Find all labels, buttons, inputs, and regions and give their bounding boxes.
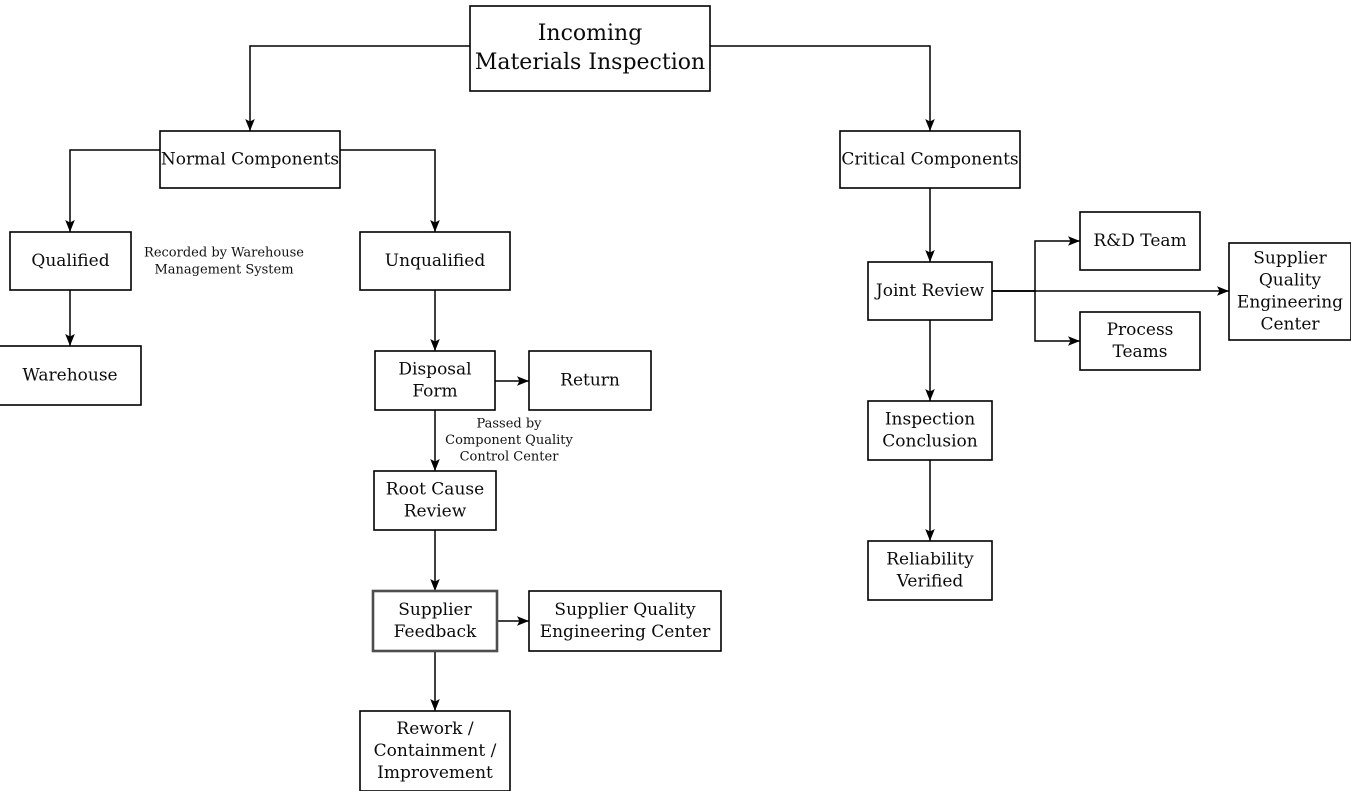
node-label-rework-containment-improvement: Rework /Containment /Improvement: [374, 718, 497, 782]
node-label-critical-components: Critical Components: [841, 149, 1018, 169]
node-box-process-teams: [1079, 311, 1201, 371]
node-box-supplier-feedback: [371, 589, 499, 653]
node-qualified[interactable]: Qualified: [9, 231, 132, 291]
node-box-unqualified: [359, 231, 511, 291]
node-box-supplier-quality-engineering-center-right: [1228, 242, 1351, 341]
node-box-warehouse: [0, 345, 142, 406]
edge-root-to-critical: [710, 45, 935, 131]
node-box-joint-review: [867, 261, 993, 321]
node-label-rd-team: R&D Team: [1093, 231, 1186, 251]
node-warehouse[interactable]: Warehouse: [0, 345, 142, 406]
node-box-qualified: [9, 231, 132, 291]
node-box-incoming-materials-inspection: [469, 5, 711, 92]
node-label-normal-components: Normal Components: [161, 149, 339, 169]
node-rd-team[interactable]: R&D Team: [1079, 211, 1201, 271]
node-joint-review[interactable]: Joint Review: [867, 261, 993, 321]
node-label-qualified: Qualified: [31, 251, 109, 271]
edge-joint-review-to-rd-team: [992, 236, 1080, 292]
node-rework-containment-improvement[interactable]: Rework /Containment /Improvement: [359, 710, 511, 791]
node-box-disposal-form: [374, 350, 496, 411]
node-label-unqualified: Unqualified: [385, 251, 486, 271]
node-box-reliability-verified: [867, 540, 993, 601]
node-box-rework-containment-improvement: [359, 710, 511, 791]
node-box-critical-components: [839, 130, 1021, 189]
edge-joint-review-to-process-teams: [992, 290, 1080, 346]
edge-normal-to-qualified: [65, 149, 160, 232]
edge-normal-to-unqualified: [340, 149, 440, 232]
node-critical-components[interactable]: Critical Components: [839, 130, 1021, 189]
edge-root-to-normal: [245, 45, 470, 131]
node-label-warehouse: Warehouse: [22, 365, 117, 385]
node-label-return: Return: [560, 370, 620, 390]
node-normal-components[interactable]: Normal Components: [159, 130, 341, 189]
node-box-rd-team: [1079, 211, 1201, 271]
node-return[interactable]: Return: [528, 350, 652, 411]
node-box-inspection-conclusion: [867, 400, 993, 461]
node-label-joint-review: Joint Review: [874, 281, 985, 301]
edges-layer: [65, 45, 1229, 711]
node-box-return: [528, 350, 652, 411]
node-box-supplier-quality-engineering-center-left: [528, 590, 722, 652]
node-box-normal-components: [159, 130, 341, 189]
node-box-root-cause-review: [373, 470, 497, 531]
node-unqualified[interactable]: Unqualified: [359, 231, 511, 291]
